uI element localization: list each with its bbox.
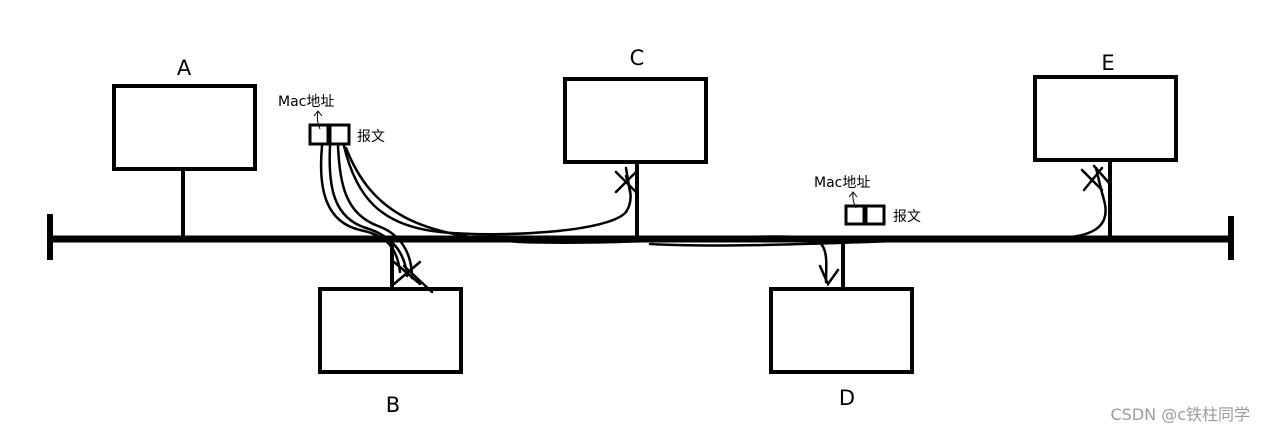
node-d: D: [769, 239, 914, 410]
packet-1-payload-label: 报文: [357, 129, 385, 145]
packet-1-pointer-arrow: [313, 110, 323, 130]
node-c: C: [563, 46, 708, 239]
packet-2: Mac地址 报文: [814, 175, 921, 226]
arrival-marks: [392, 164, 1112, 294]
node-c-box: [563, 77, 708, 164]
node-d-box: [769, 287, 914, 374]
mark-at-b: [392, 260, 434, 294]
node-a: A: [112, 56, 257, 239]
packet-2-pointer-arrow: [848, 191, 858, 209]
curve-to-e: [648, 166, 1107, 247]
packet-1: Mac地址 报文: [278, 94, 385, 146]
mark-at-d: [818, 264, 840, 287]
packet-2-payload-label: 报文: [893, 209, 921, 225]
node-e-box: [1033, 75, 1178, 162]
mark-at-c: [614, 166, 638, 194]
node-c-label: C: [630, 46, 645, 70]
packet-1-payload-cell: [328, 123, 351, 146]
node-d-label: D: [839, 386, 855, 410]
node-e: E: [1033, 51, 1178, 239]
node-b-label: B: [386, 393, 400, 417]
node-e-label: E: [1101, 51, 1114, 75]
watermark: CSDN @c铁柱同学: [1110, 405, 1250, 424]
curve-to-c: [342, 144, 632, 236]
packet-2-mac-cell: [844, 204, 866, 226]
curve-to-b-3: [336, 144, 414, 280]
curve-to-b-1: [319, 144, 402, 274]
node-a-label: A: [177, 56, 192, 80]
mark-at-e: [1080, 164, 1112, 192]
packet-2-payload-cell: [864, 204, 886, 226]
node-b-box: [318, 287, 463, 374]
curve-to-d: [344, 146, 828, 284]
node-b: B: [318, 239, 463, 417]
packet-2-mac-label: Mac地址: [814, 175, 870, 191]
propagation-curves: [319, 144, 1107, 284]
packet-1-mac-label: Mac地址: [278, 94, 334, 110]
curve-to-b-2: [328, 144, 409, 278]
node-a-box: [112, 84, 257, 171]
